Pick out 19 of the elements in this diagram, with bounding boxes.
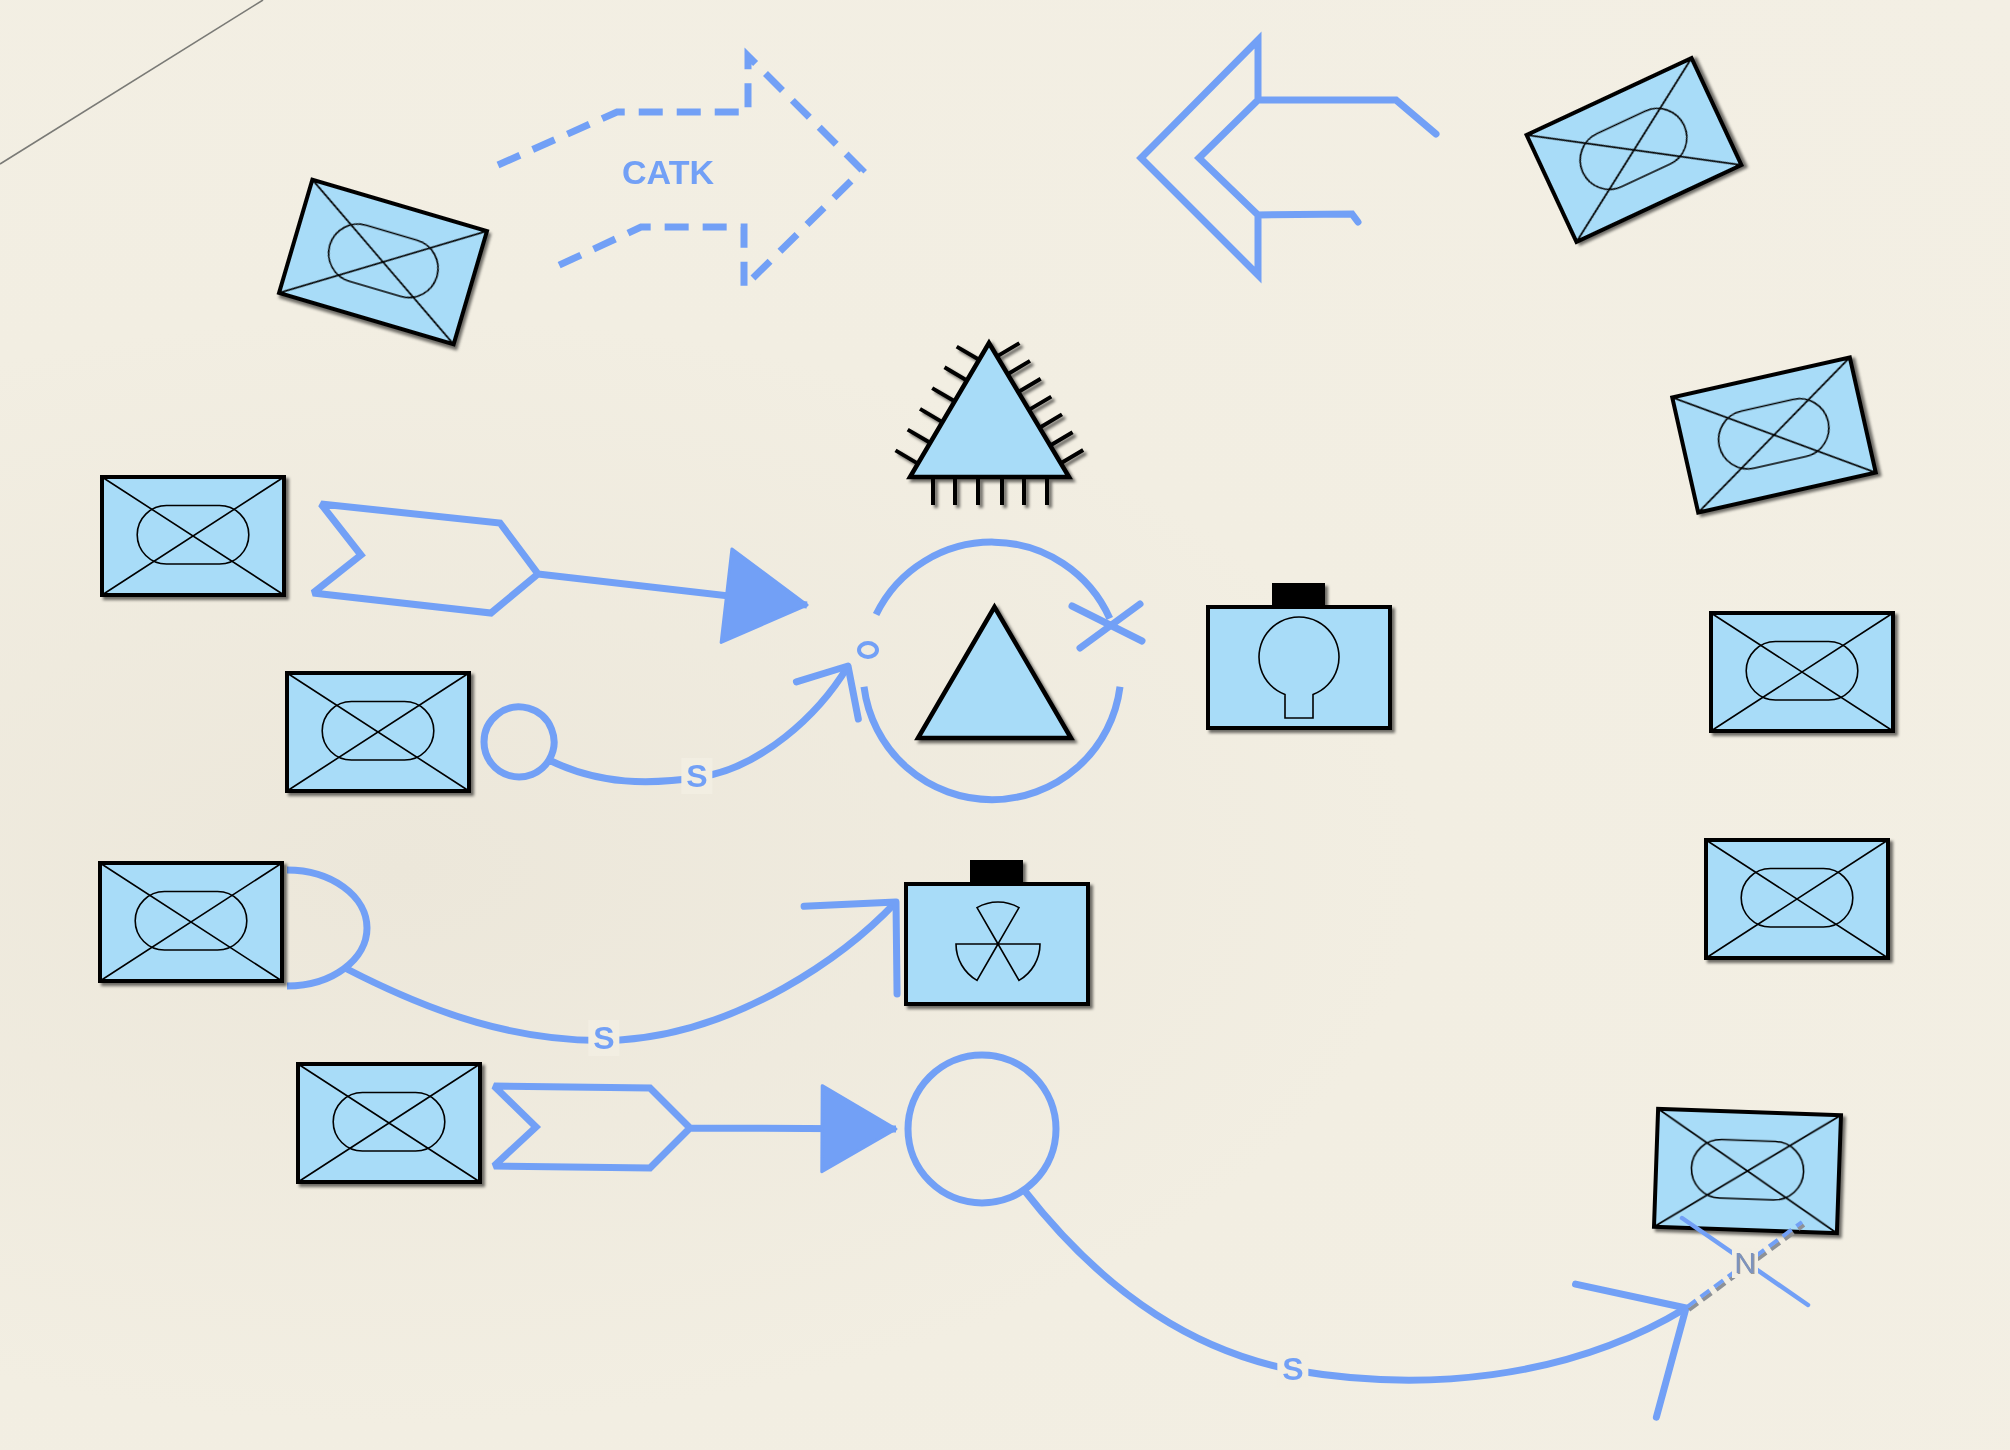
unit-symbol xyxy=(296,1062,482,1184)
radiation-unit-symbol xyxy=(904,860,1090,1006)
unit-symbol xyxy=(1708,610,1895,733)
unit-symbol xyxy=(1651,1106,1843,1236)
map-letter: N xyxy=(1732,1248,1758,1278)
arrow xyxy=(309,500,811,644)
circle-symbol xyxy=(904,1051,1060,1207)
bulb-unit-symbol xyxy=(1206,583,1392,730)
unit-symbol xyxy=(284,670,471,793)
arrow xyxy=(480,662,861,786)
unit-symbol xyxy=(98,860,284,983)
edge-label: S xyxy=(681,758,713,794)
triangle-symbol xyxy=(915,604,1074,741)
unit-symbol xyxy=(1703,838,1890,960)
crossed-lines-mark xyxy=(1678,1214,1812,1312)
unit-symbol xyxy=(99,474,286,597)
arrow xyxy=(490,1082,900,1174)
arrow-label: CATK xyxy=(622,155,714,189)
edge-label: S xyxy=(588,1020,620,1056)
